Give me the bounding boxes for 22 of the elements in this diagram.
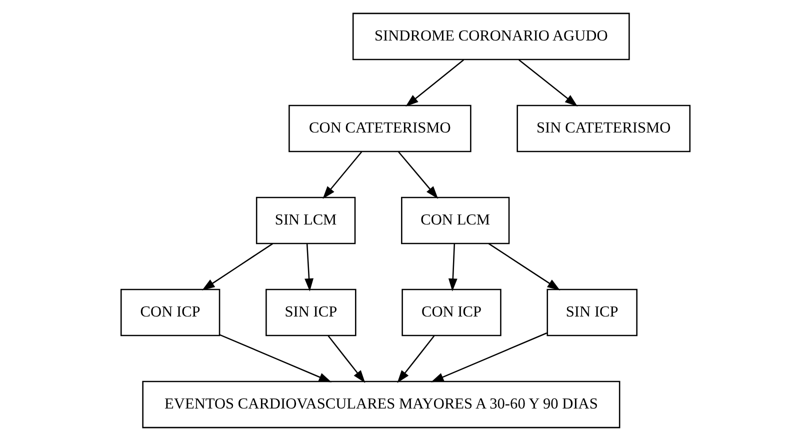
arrow [518,59,578,107]
arrow [397,336,435,383]
node-box: SIN LCM [256,196,356,244]
arrow [406,59,464,107]
arrow [398,151,438,199]
arrow [328,336,366,383]
arrow [202,243,274,290]
arrow [430,332,548,382]
arrow [322,151,362,199]
node-box: SINDROME CORONARIO AGUDO [352,12,630,60]
node-box: CON ICP [402,288,502,336]
arrow [448,244,458,292]
arrow [488,243,560,290]
node-box: CON ICP [120,288,220,336]
node-box: EVENTOS CARDIOVASCULARES MAYORES A 30-60 Y 90 DIAS [142,380,620,428]
node-box: SIN ICP [546,288,638,336]
arrow [220,334,332,382]
arrow [304,244,314,292]
node-box: CON LCM [401,196,510,244]
node-box: SIN ICP [266,288,356,336]
node-box: SIN CATETERISMO [516,104,691,152]
node-box: CON CATETERISMO [288,104,472,152]
